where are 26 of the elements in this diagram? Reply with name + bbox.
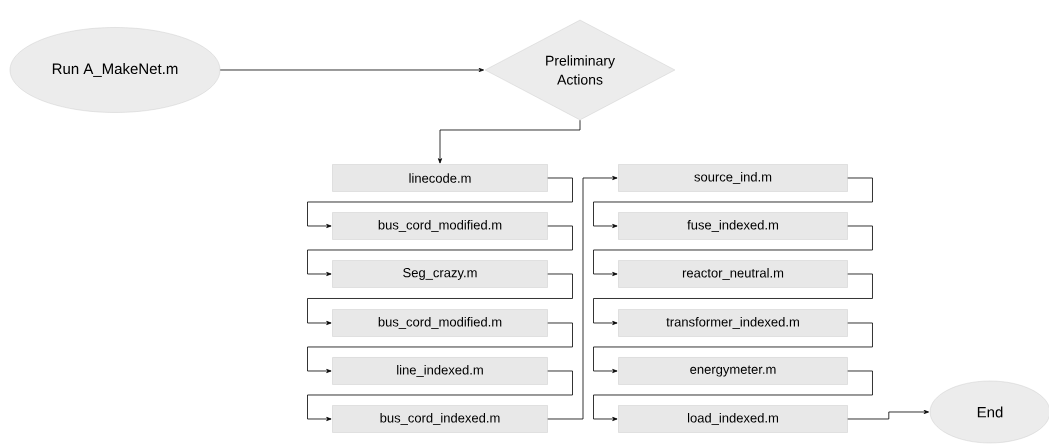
process-box: Seg_crazy.m <box>332 260 548 288</box>
process-box: fuse_indexed.m <box>618 212 848 240</box>
arrow <box>307 177 573 228</box>
process-box: reactor_neutral.m <box>618 260 848 288</box>
process-box: bus_cord_modified.m <box>332 212 548 240</box>
process-box: line_indexed.m <box>332 357 548 385</box>
arrow <box>219 67 484 72</box>
arrow <box>307 370 573 421</box>
process-box: source_ind.m <box>618 164 848 192</box>
process-box: load_indexed.m <box>618 405 848 433</box>
arrow <box>547 176 618 420</box>
process-box: bus_cord_indexed.m <box>332 405 548 433</box>
arrow <box>307 273 573 325</box>
arrow <box>593 177 873 228</box>
arrow <box>847 409 929 420</box>
arrow <box>593 370 873 421</box>
process-box: linecode.m <box>332 164 548 192</box>
process-box: transformer_indexed.m <box>618 309 848 337</box>
arrow <box>307 225 573 276</box>
process-box: bus_cord_modified.m <box>332 309 548 337</box>
arrow <box>593 273 873 325</box>
arrow <box>307 322 573 373</box>
arrow <box>593 225 873 276</box>
process-box: energymeter.m <box>618 357 848 385</box>
arrow <box>438 119 581 164</box>
arrow <box>593 322 873 373</box>
